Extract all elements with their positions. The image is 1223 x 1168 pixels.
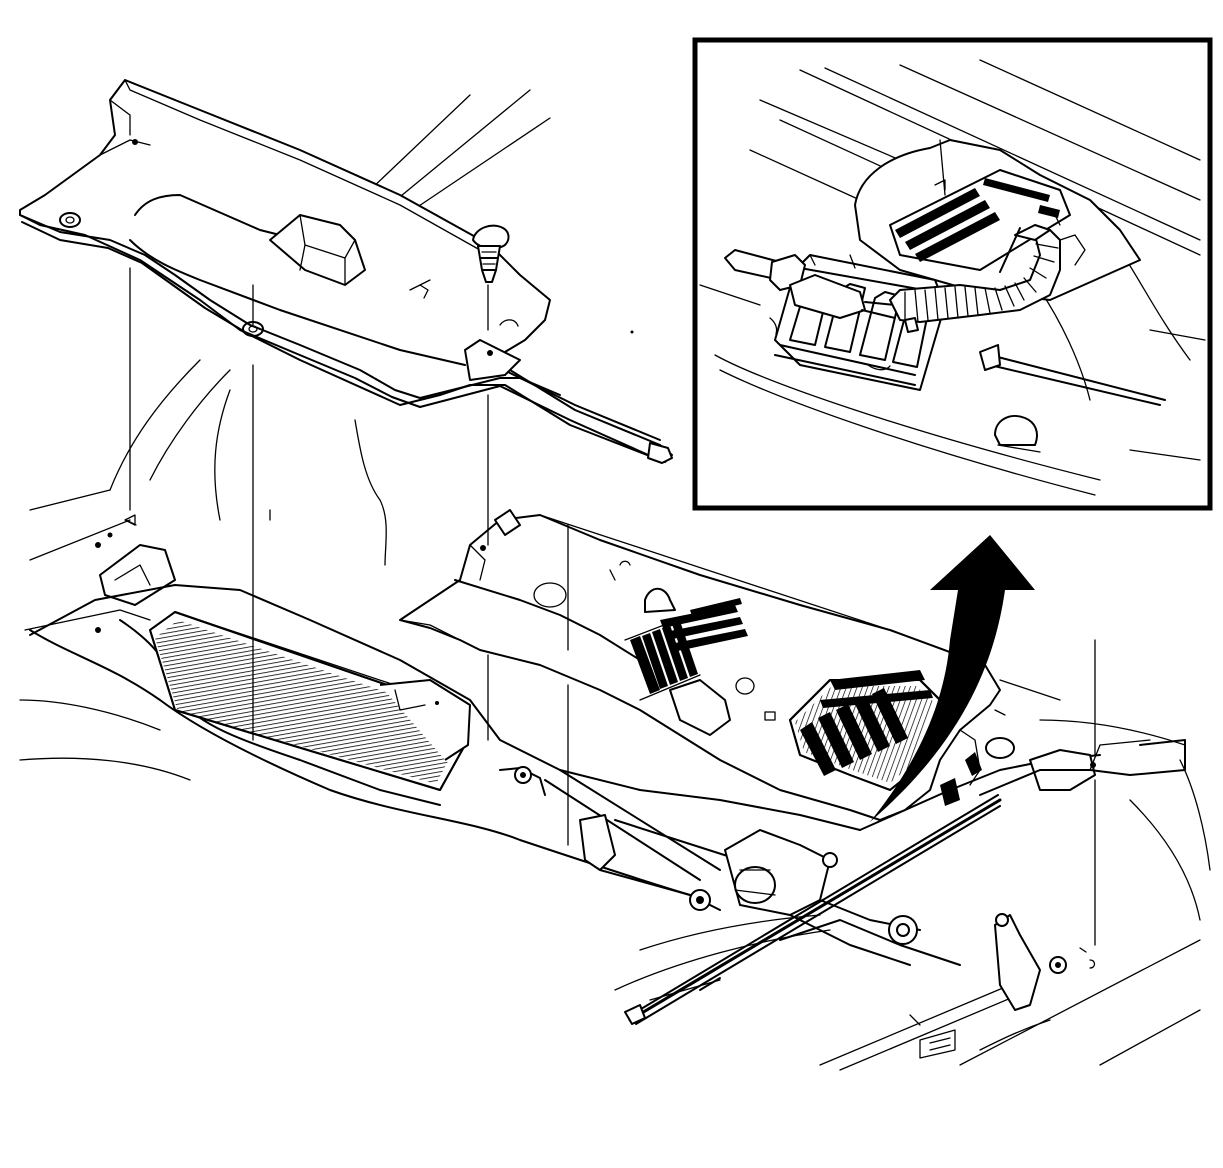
vehicle-body	[19, 89, 1211, 1071]
cowl-panel	[29, 514, 1186, 1059]
right-cowl-grille	[399, 509, 1015, 821]
left-cowl-grille-panel	[19, 79, 673, 464]
push-pin-fastener	[472, 224, 510, 283]
grille-vent-upper	[660, 598, 748, 652]
arrow-to-inset	[870, 535, 1035, 822]
inset-vent-slots	[889, 169, 1071, 271]
inset-detail-view	[692, 37, 1213, 511]
inset-wiring-connector	[724, 224, 1086, 333]
alignment-lines	[125, 267, 1096, 946]
grille-vent-right	[789, 670, 941, 791]
